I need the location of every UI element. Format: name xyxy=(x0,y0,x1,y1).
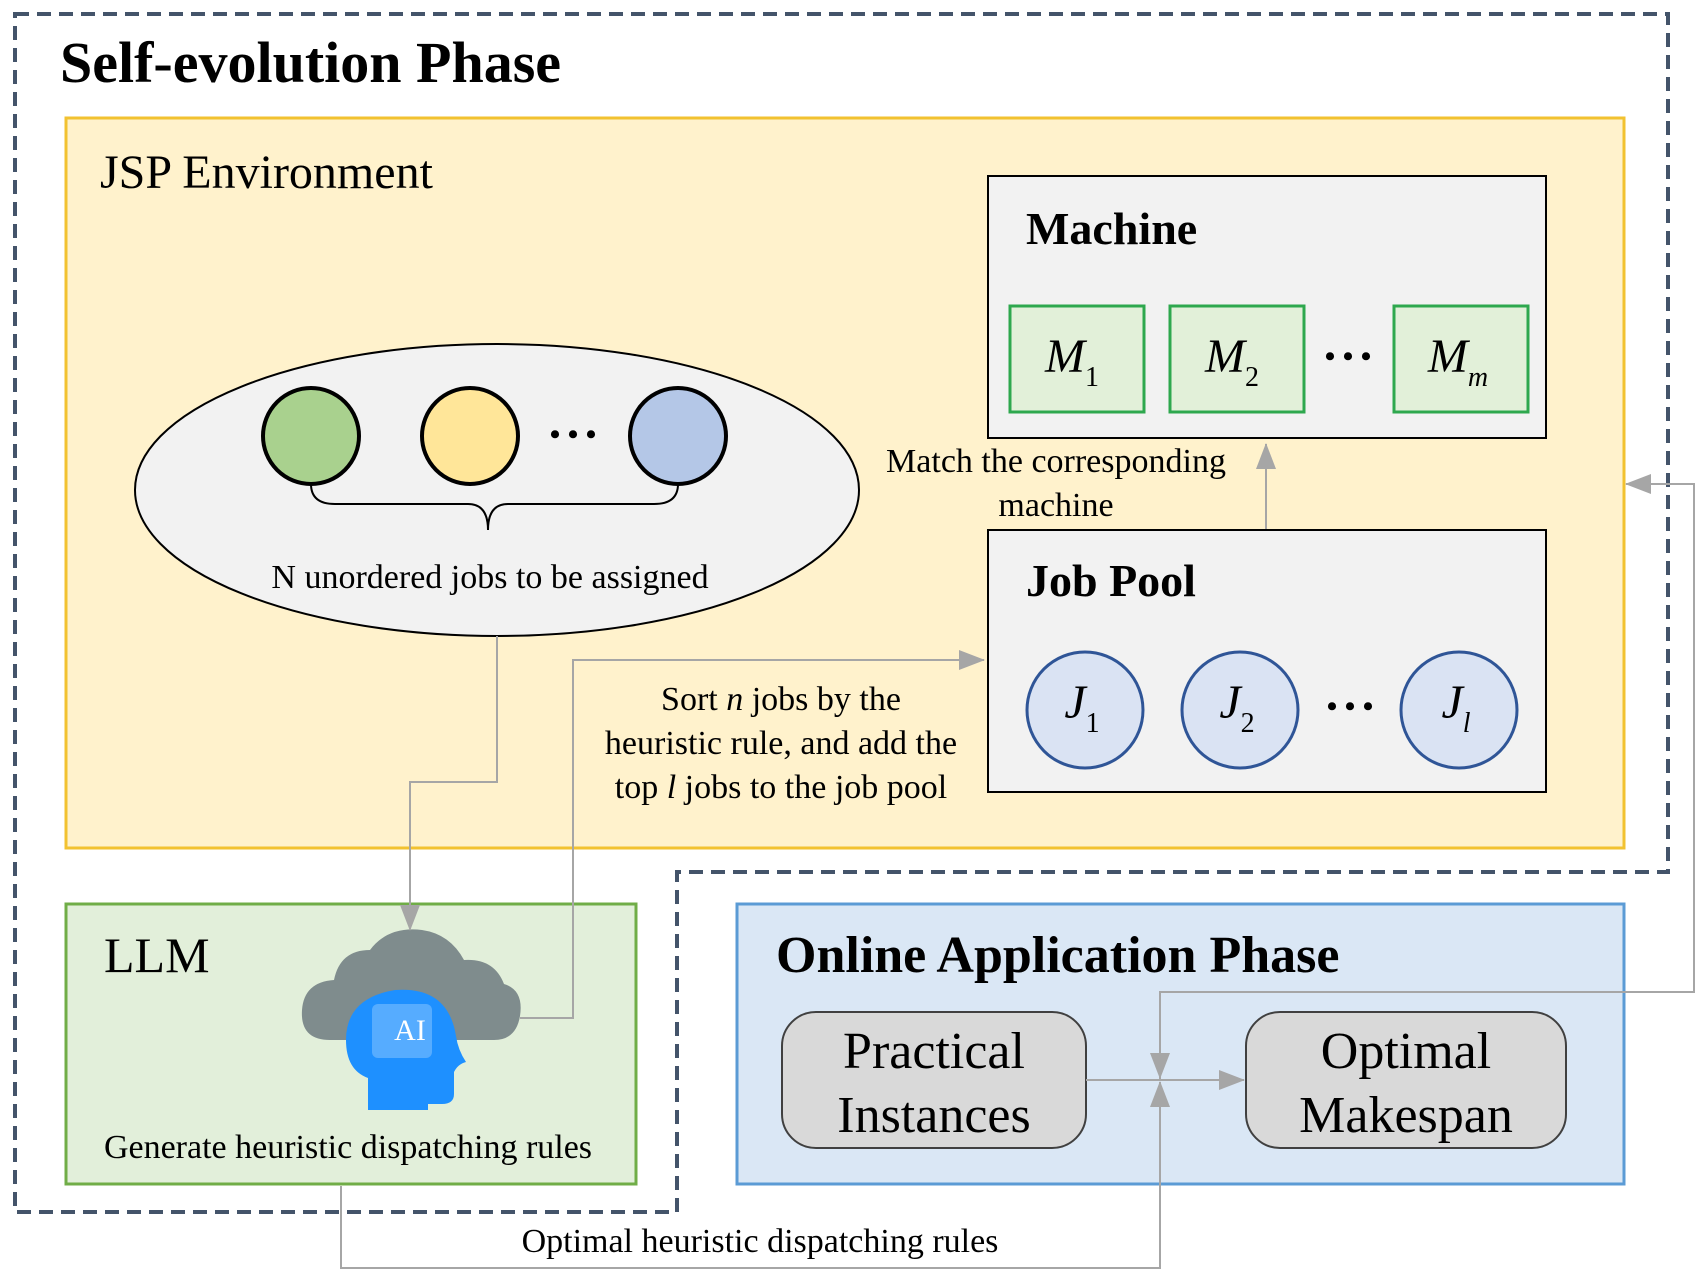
machine-mm xyxy=(1392,304,1530,414)
jobs-ellipsis: • • • xyxy=(550,418,597,451)
machine-m2-label: M2 xyxy=(1204,330,1259,393)
ai-icon-text: AI xyxy=(394,1014,426,1047)
practical-instances-line1: Practical xyxy=(843,1023,1025,1080)
job-pool-jl-label: Jl xyxy=(1441,676,1470,739)
jobs-caption: N unordered jobs to be assigned xyxy=(271,559,708,596)
job-pool-jl xyxy=(1399,650,1519,770)
match-label-line2: machine xyxy=(998,487,1113,524)
online-application-title: Online Application Phase xyxy=(776,927,1339,984)
optimal-makespan-box xyxy=(1245,1011,1567,1149)
jobs-brace xyxy=(310,483,679,531)
sort-label-line3: top l jobs to the job pool xyxy=(615,769,947,806)
machine-title: Machine xyxy=(1026,203,1197,254)
machine-m2 xyxy=(1168,304,1306,414)
self-evolution-title: Self-evolution Phase xyxy=(60,30,561,95)
job-pool-j2-label: J2 xyxy=(1219,676,1254,739)
job-pool-j2 xyxy=(1180,650,1300,770)
job-pool-j1-label: J1 xyxy=(1064,676,1099,739)
match-label-line1: Match the corresponding xyxy=(886,443,1226,480)
bottom-arrow-label: Optimal heuristic dispatching rules xyxy=(522,1223,999,1260)
job-circle-yellow xyxy=(420,386,520,486)
cloud-ai-icon: AI xyxy=(301,929,521,1110)
job-circle-blue xyxy=(628,386,728,486)
machine-m1 xyxy=(1008,304,1146,414)
sort-label-line2: heuristic rule, and add the xyxy=(605,725,957,762)
machine-mm-label: Mm xyxy=(1427,330,1488,393)
optimal-makespan-line2: Makespan xyxy=(1299,1087,1513,1144)
job-pool-j1 xyxy=(1025,650,1145,770)
self-evolution-outline xyxy=(13,12,1670,1214)
jobs-to-llm-arrow xyxy=(400,636,498,931)
llm-caption: Generate heuristic dispatching rules xyxy=(104,1129,592,1166)
llm-to-online-bottom-arrow xyxy=(340,1081,1170,1269)
sort-label-line1: Sort n jobs by the xyxy=(661,681,901,718)
job-pool-ellipsis: • • • xyxy=(1327,690,1374,723)
machine-m1-label: M1 xyxy=(1044,330,1099,393)
job-circle-green xyxy=(261,386,361,486)
bottom-label-backdrop xyxy=(488,1222,1028,1262)
optimal-makespan-line1: Optimal xyxy=(1321,1023,1491,1080)
llm-to-jobpool-arrow xyxy=(520,650,985,1019)
practical-instances-line2: Instances xyxy=(837,1087,1030,1144)
job-pool-title: Job Pool xyxy=(1026,555,1196,606)
jsp-environment-title: JSP Environment xyxy=(100,146,434,199)
llm-title: LLM xyxy=(104,927,210,983)
machine-ellipsis: • • • xyxy=(1325,340,1372,373)
